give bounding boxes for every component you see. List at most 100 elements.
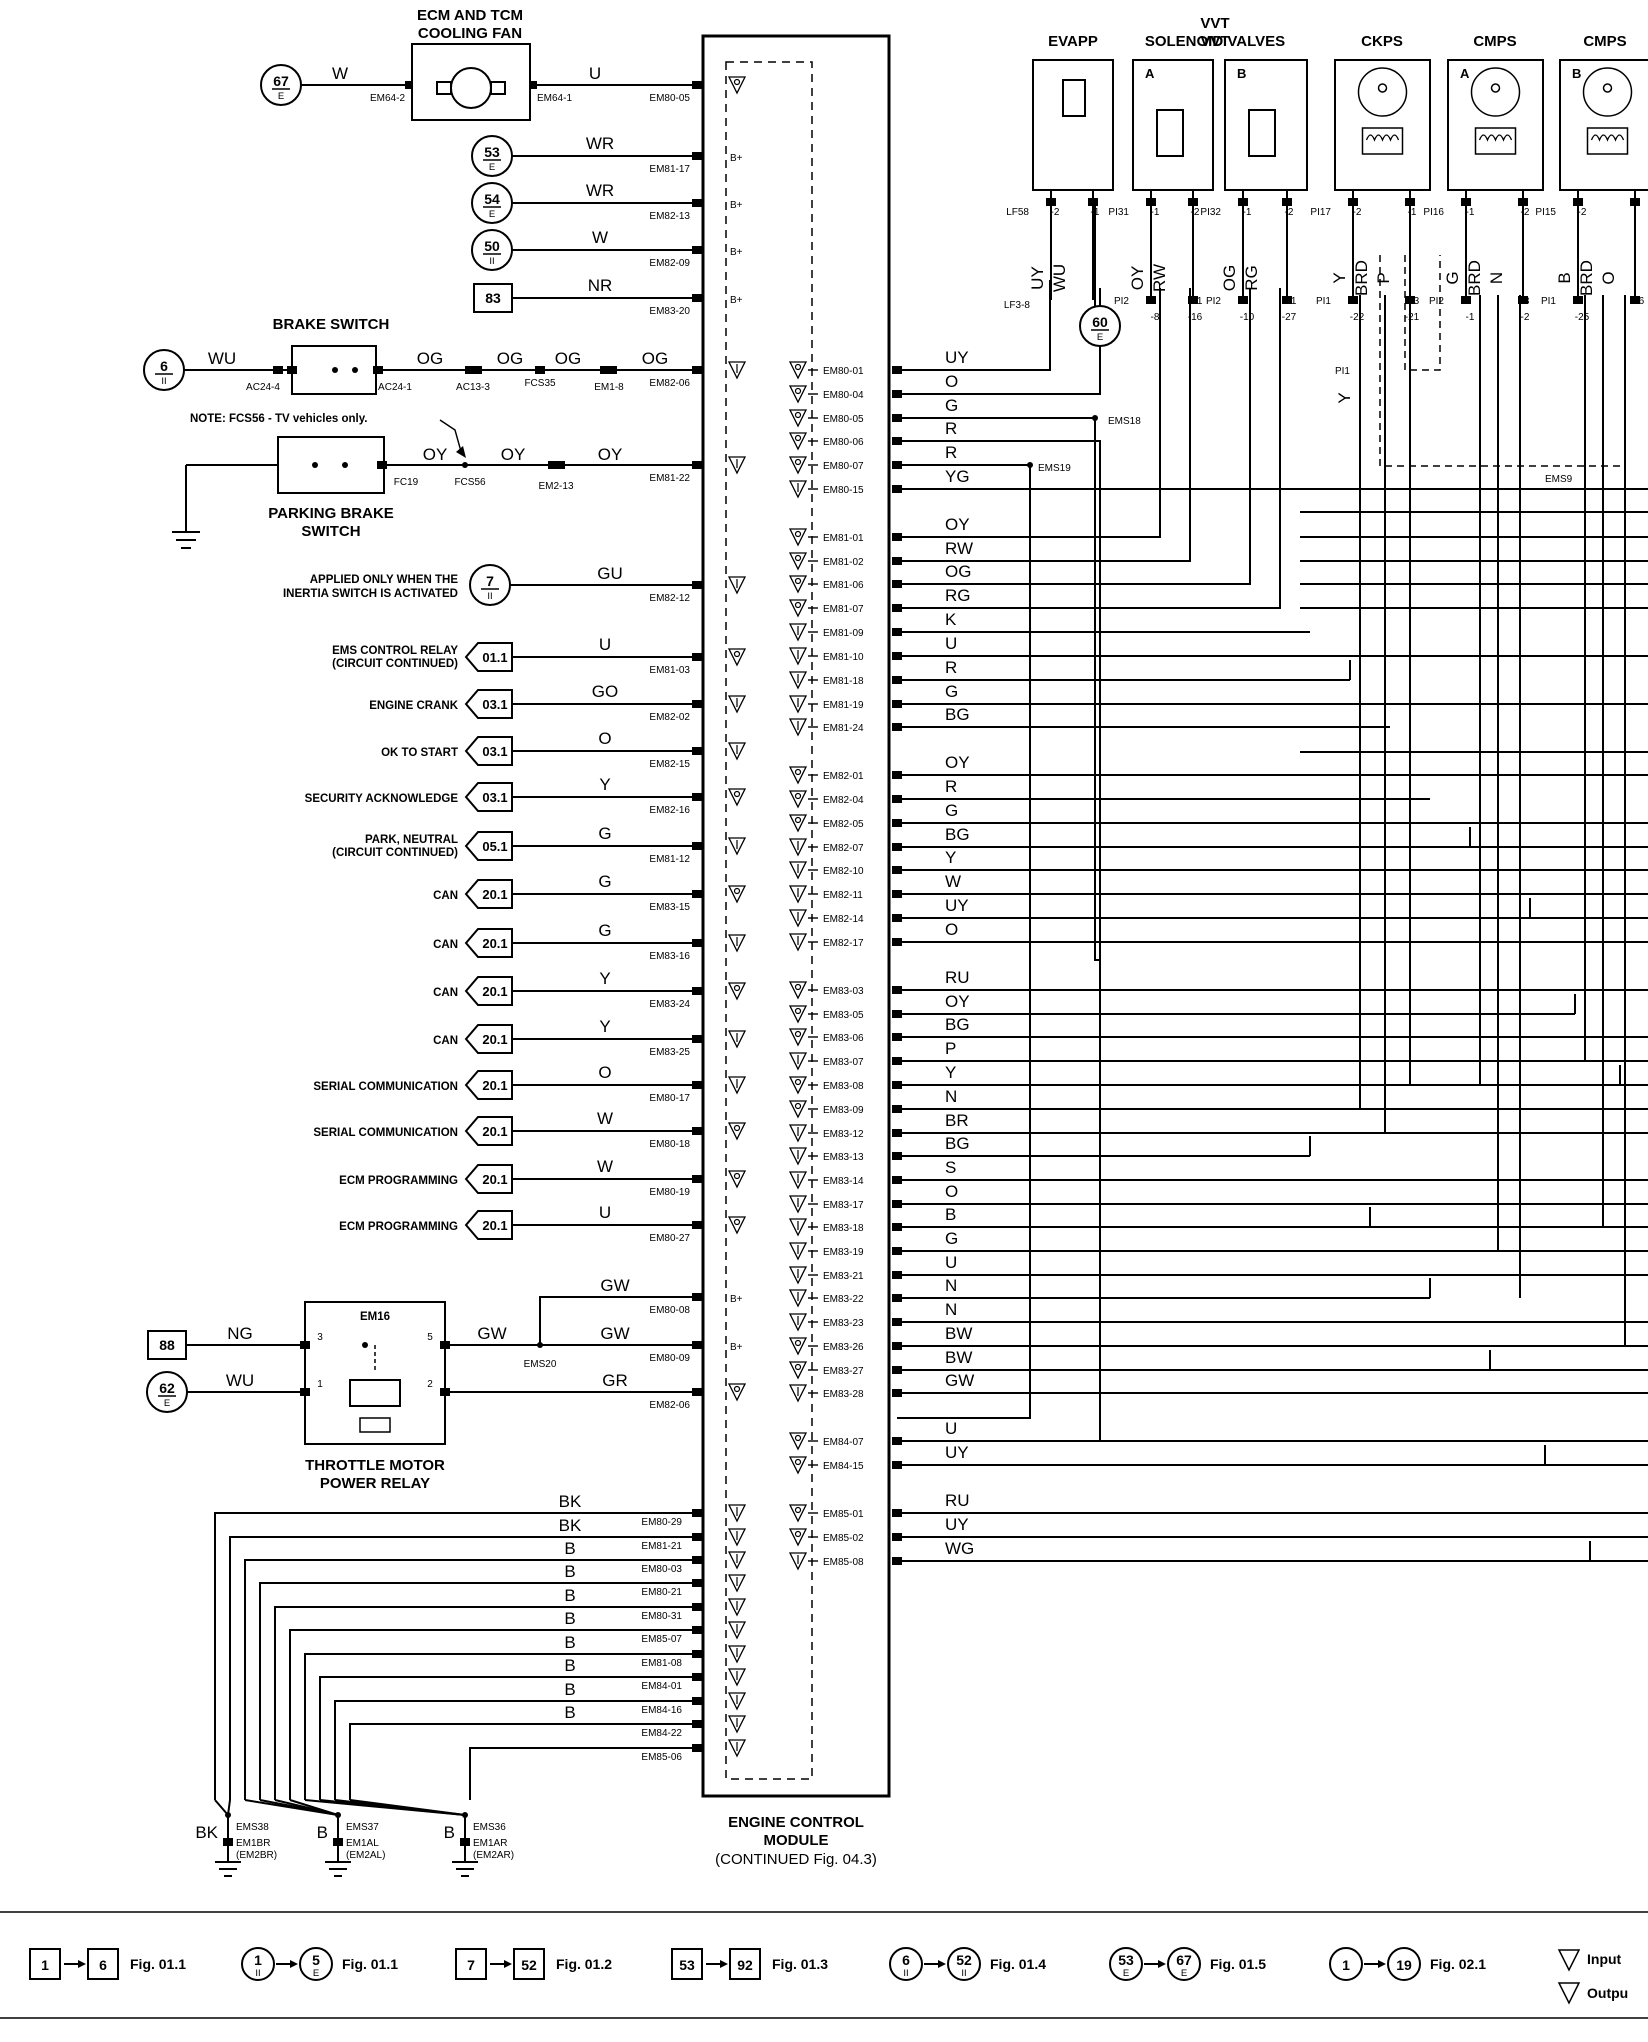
ecm-left-io-icon-o (733, 650, 741, 658)
legend-arrow-icon-4 (938, 1960, 946, 1968)
signal-wire-label-5: G (598, 872, 611, 891)
component-pin-a-4: -1 (1466, 207, 1475, 218)
component-conn-b-2: -10 (1240, 312, 1255, 323)
ground-io-icon (727, 1739, 747, 1758)
ecm-right-pin-connector (892, 1318, 902, 1326)
output-symbol-icon (1557, 1982, 1581, 2005)
ecm-right-pin-connector (892, 1152, 902, 1160)
legend-from-1: 1 (254, 1952, 262, 1968)
legend-to-1: 5 (312, 1952, 320, 1968)
connector (405, 81, 415, 89)
ecm-left-pin-id: EM80-08 (649, 1305, 690, 1316)
fan-title-1: ECM AND TCM (417, 7, 523, 24)
ecm-right-pin-id: EM80-01 (823, 366, 864, 377)
ground-io-icon (727, 1668, 747, 1687)
ecm-right-pin-connector (892, 986, 902, 994)
signal-wire-label-1: GO (592, 682, 618, 701)
signal-ref-1-num: 03.1 (482, 697, 507, 712)
connector (465, 366, 475, 374)
ecm-right-pin-connector (892, 1010, 902, 1018)
ems19-label: EMS19 (1038, 463, 1071, 474)
ecm-left-pin-connector (692, 939, 702, 947)
ecm-right-wire-label: N (945, 1276, 957, 1295)
component-title-5: CMPS (1583, 33, 1626, 50)
connector (1088, 198, 1098, 206)
legend-to-sub-5: E (1181, 1968, 1187, 1979)
connector (1238, 198, 1248, 206)
ecm-right-pin-id: EM82-07 (823, 843, 864, 854)
ecm-right-pin-connector (892, 652, 902, 660)
fcs56-splice (462, 462, 468, 468)
signal-label-2: OK TO START (381, 747, 458, 759)
brake-pin-4: EM1-8 (594, 382, 624, 393)
ecm-left-pin-id: EM82-15 (649, 759, 690, 770)
legend-to-0: 6 (99, 1957, 107, 1973)
legend-from-circle-1 (241, 1947, 275, 1981)
signal-ref-10-num: 20.1 (482, 1124, 507, 1139)
ecm-right-pin-connector (892, 1461, 902, 1469)
connector (1238, 296, 1248, 304)
ecm-left-io-icon (727, 576, 747, 595)
relay-branch-wire (539, 1296, 697, 1345)
evapp-ref (1079, 305, 1121, 347)
signal-ref-11-num: 20.1 (482, 1172, 507, 1187)
ecm-right-io-icon (788, 1005, 808, 1024)
component-pin-a-5: -2 (1578, 207, 1587, 218)
signal-ref-3-num: 03.1 (482, 790, 507, 805)
ecm-right-pin-id: EM83-28 (823, 1389, 864, 1400)
ground-wire-tag-0: BK (195, 1823, 218, 1842)
ground-conn-0 (223, 1838, 233, 1846)
ecm-left-pin-symbol: B+ (730, 247, 743, 258)
signal-label-4-a: PARK, NEUTRAL (365, 834, 458, 846)
ecm-right-wire-label: Y (945, 1063, 956, 1082)
component-conn-a-2: PI2 (1206, 296, 1221, 307)
signal-ref-12-num: 20.1 (482, 1218, 507, 1233)
ground-pin-connector (692, 1533, 702, 1541)
relay-coil (349, 1379, 401, 1407)
ground-pin-connector (692, 1673, 702, 1681)
signal-wire-label-10: W (597, 1109, 613, 1128)
ecm-right-io-icon (788, 766, 808, 785)
signal-label-5: CAN (433, 890, 458, 902)
component-conn-c-4: -3 (1521, 296, 1530, 307)
supply-wire-label-3: NR (588, 276, 613, 295)
ecm-right-io-icon (788, 1147, 808, 1166)
component-conn-a-1: PI2 (1114, 296, 1129, 307)
component-title-b-1: SOLENOID VALVES (1145, 33, 1285, 50)
brake-switch-title: BRAKE SWITCH (273, 316, 390, 333)
signal-ref-0-num: 01.1 (482, 650, 507, 665)
legend-fig-3: Fig. 01.3 (772, 1956, 828, 1972)
ecm-left-io-icon-o (733, 887, 741, 895)
brake-pin-2: AC13-3 (456, 382, 490, 393)
legend-from-circle-6 (1329, 1947, 1363, 1981)
connector (1188, 296, 1198, 304)
signal-ref-2-num: 03.1 (482, 744, 507, 759)
pb-contact (342, 462, 348, 468)
ecm-right-pin-connector (892, 1294, 902, 1302)
ecm-right-io-icon (788, 1313, 808, 1332)
sensor-hub-icon-5 (1602, 83, 1613, 93)
relay-pin-1: 1 (317, 1379, 323, 1390)
signal-label-10: SERIAL COMMUNICATION (313, 1127, 458, 1139)
component-wire-label-4-2: N (1487, 272, 1506, 284)
ecm-left-pin-connector (692, 1221, 702, 1229)
ecm-right-pin-connector (892, 1081, 902, 1089)
ground-merge-5 (289, 1799, 339, 1816)
ecm-right-pin-connector (892, 795, 902, 803)
input-symbol-icon (1557, 1949, 1581, 1972)
ecm-right-pin-id: EM83-23 (823, 1318, 864, 1329)
component-pin-conn-4: PI16 (1423, 207, 1444, 218)
pb-wire-label-2: OY (598, 445, 623, 464)
ckps-lower-y: Y (1335, 392, 1354, 403)
ecm-right-io-icon-o (794, 1530, 802, 1538)
component-pin-a-0: -2 (1051, 207, 1060, 218)
brake-wire-label-3: OG (555, 349, 581, 368)
brake-wire-label-0: WU (208, 349, 236, 368)
ecm-right-wire-label: N (945, 1300, 957, 1319)
inertia-text-2: INERTIA SWITCH IS ACTIVATED (283, 588, 458, 600)
legend-from-sub-5: E (1123, 1968, 1129, 1979)
signal-label-0-a: EMS CONTROL RELAY (332, 645, 458, 657)
brake-sw-contact (352, 367, 358, 373)
component-conn-a-5: PI1 (1541, 296, 1556, 307)
ems9-label: EMS9 (1545, 474, 1573, 485)
